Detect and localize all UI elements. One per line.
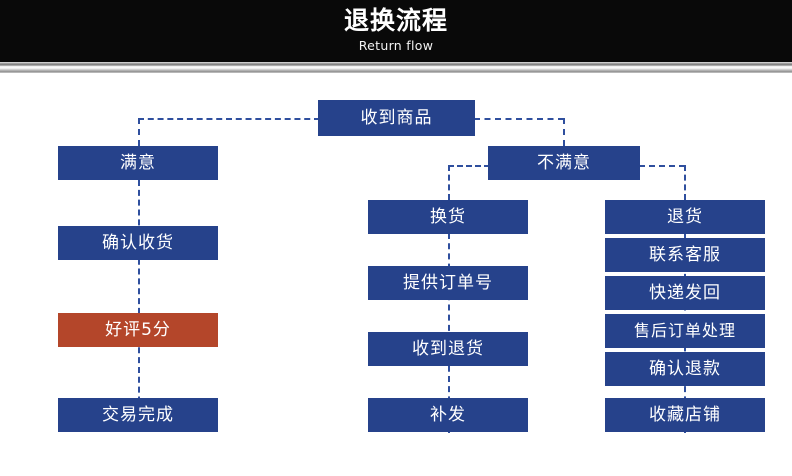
node-confirm-receipt[interactable]: 确认收货 <box>58 226 218 260</box>
connector-start-to-satisfied <box>138 118 320 120</box>
node-received-goods[interactable]: 收到商品 <box>318 100 475 136</box>
connector-down-to-exchange <box>448 165 450 200</box>
node-reship[interactable]: 补发 <box>368 398 528 432</box>
node-ship-back[interactable]: 快递发回 <box>605 276 765 310</box>
node-exchange[interactable]: 换货 <box>368 200 528 234</box>
flow-diagram: 收到商品 满意 不满意 确认收货 好评5分 交易完成 换货 提供订单号 收到退货… <box>0 73 792 476</box>
node-confirm-refund[interactable]: 确认退款 <box>605 352 765 386</box>
connector-satisfied-spine <box>138 180 140 432</box>
node-after-sales-order-processing[interactable]: 售后订单处理 <box>605 314 765 348</box>
node-dissatisfied[interactable]: 不满意 <box>488 146 640 180</box>
node-return[interactable]: 退货 <box>605 200 765 234</box>
node-transaction-complete[interactable]: 交易完成 <box>58 398 218 432</box>
metallic-divider <box>0 62 792 73</box>
connector-start-to-dissatisfied <box>474 118 564 120</box>
node-five-star-review[interactable]: 好评5分 <box>58 313 218 347</box>
connector-dissatisfied-to-return <box>639 165 685 167</box>
page-subtitle: Return flow <box>358 38 434 53</box>
node-contact-customer-service[interactable]: 联系客服 <box>605 238 765 272</box>
node-satisfied[interactable]: 满意 <box>58 146 218 180</box>
page-title: 退换流程 <box>343 6 448 35</box>
node-provide-order-number[interactable]: 提供订单号 <box>368 266 528 300</box>
node-favorite-store[interactable]: 收藏店铺 <box>605 398 765 432</box>
connector-down-to-dissatisfied <box>563 118 565 146</box>
connector-down-to-return <box>684 165 686 200</box>
connector-down-to-satisfied <box>138 118 140 146</box>
header-bar: 退换流程 Return flow <box>0 0 792 62</box>
node-receive-returned-goods[interactable]: 收到退货 <box>368 332 528 366</box>
connector-dissatisfied-to-exchange <box>448 165 490 167</box>
